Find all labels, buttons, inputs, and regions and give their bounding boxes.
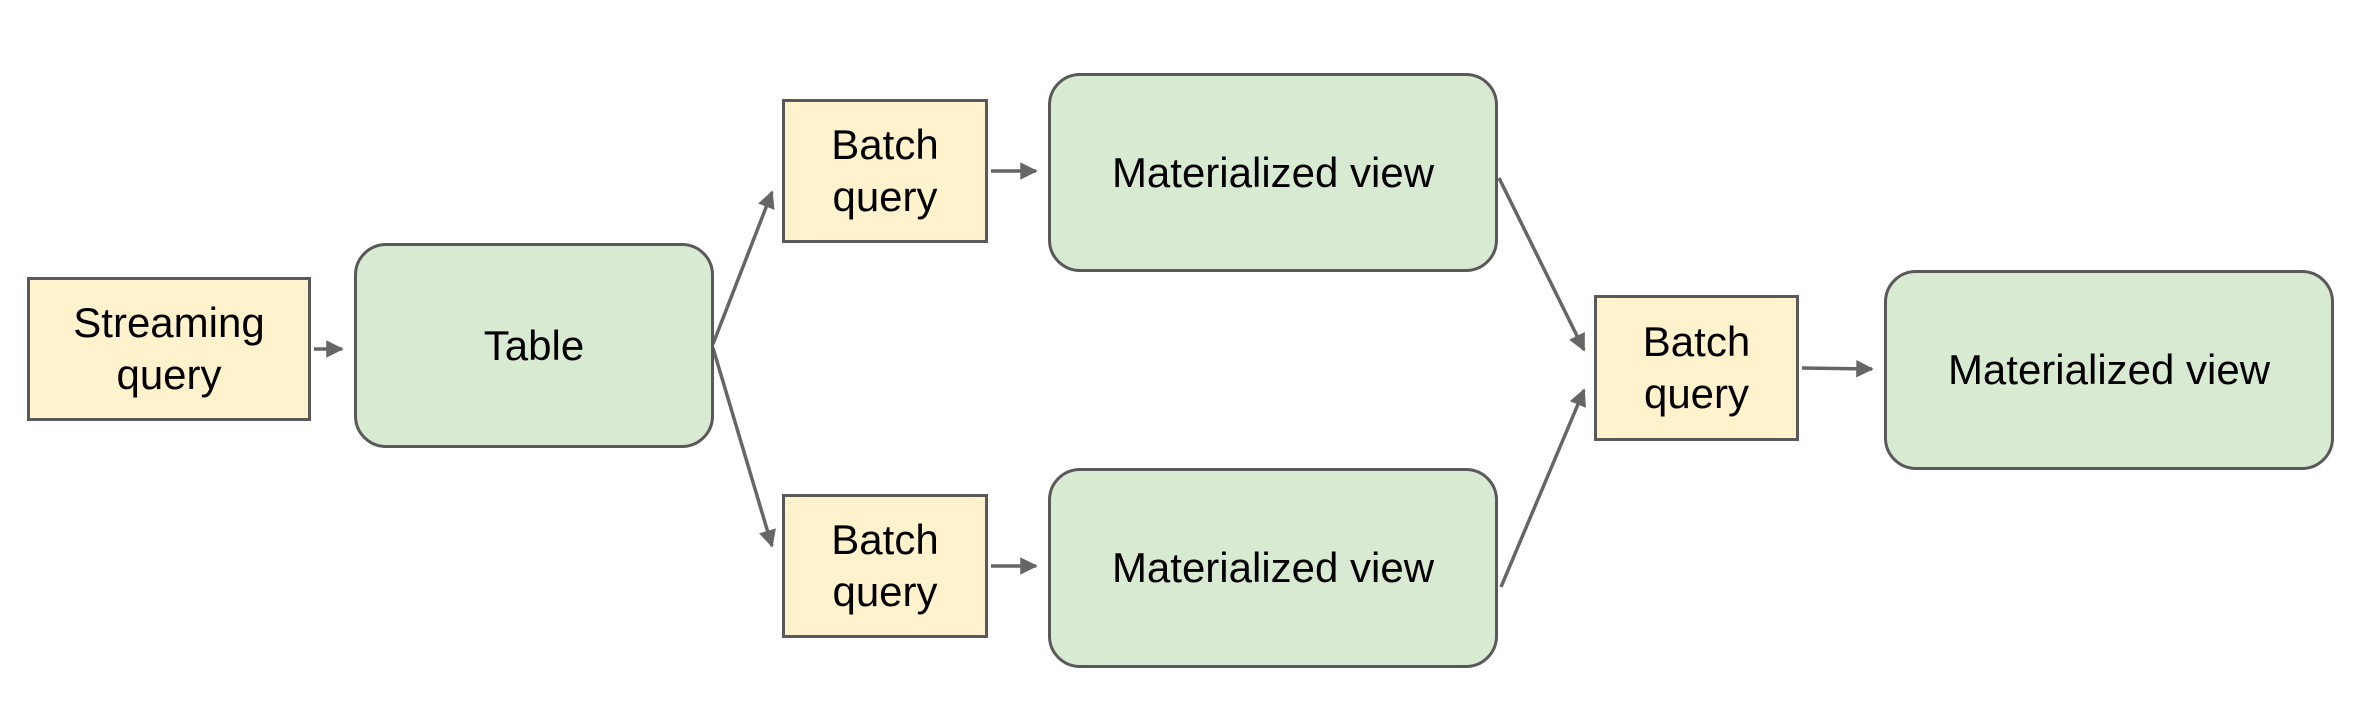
edge-table-to-batch-query-top [711,190,775,345]
node-streaming-query-label: Streaming query [73,299,265,398]
node-materialized-view-final-label: Materialized view [1947,346,2271,393]
edge-materialized-view-top-to-batch-query-final [1497,177,1586,352]
edge-batch-query-final-to-materialized-view-final [1801,360,1874,378]
edge-materialized-view-bottom-to-batch-query-final [1499,388,1586,588]
node-table-label: Table [483,321,585,369]
node-materialized-view-bottom: Materialized view [1048,468,1498,668]
node-materialized-view-top: Materialized view [1048,73,1498,272]
node-materialized-view-bottom-label: Materialized view [1111,544,1435,591]
node-batch-query-final-label: Batch query [1642,318,1751,417]
node-batch-query-bottom-label: Batch query [831,516,939,615]
node-materialized-view-top-label: Materialized view [1111,148,1435,196]
node-streaming-query: Streaming query [27,277,311,421]
node-materialized-view-final: Materialized view [1884,270,2334,470]
edge-table-to-batch-query-bottom [711,347,776,548]
node-batch-query-top: Batch query [782,99,988,243]
node-batch-query-top-label: Batch query [831,121,939,220]
node-batch-query-bottom: Batch query [782,494,988,638]
node-table: Table [354,243,714,448]
node-batch-query-final: Batch query [1594,295,1799,441]
